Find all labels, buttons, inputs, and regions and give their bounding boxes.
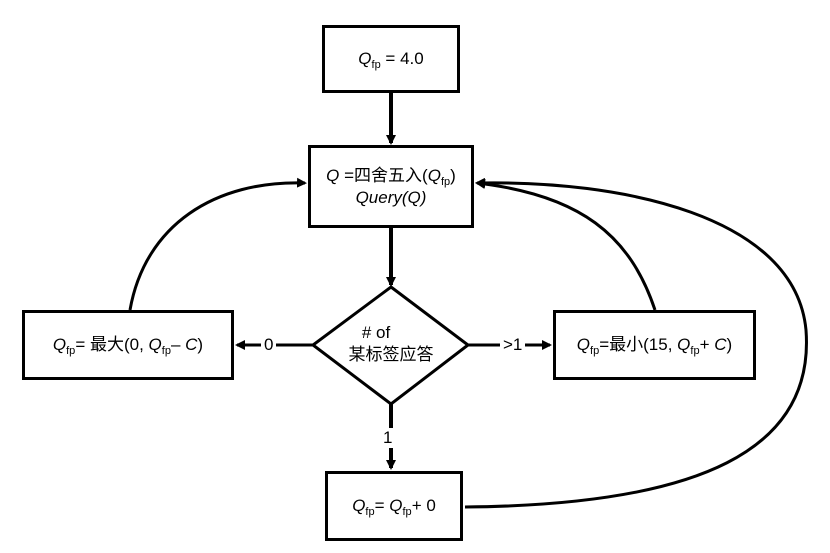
keep-mid: = xyxy=(374,496,390,515)
decrease-arg-sub: fp xyxy=(161,345,171,357)
query-line2-fn: Query xyxy=(355,187,402,207)
increase-sub: fp xyxy=(590,345,600,357)
decrease-box: Qfp= 最大(0, Qfp– C) xyxy=(22,310,234,380)
increase-end: ) xyxy=(726,335,733,354)
arrow-keep-to-query xyxy=(464,177,808,509)
init-var: Q xyxy=(358,49,372,68)
edge-label-zero: 0 xyxy=(261,335,277,355)
query-line1-arg: Q xyxy=(427,165,441,185)
decrease-mid: = 最大(0, xyxy=(75,335,149,354)
decrease-arg: Q xyxy=(148,335,162,354)
init-sub: fp xyxy=(371,59,381,71)
decrease-var: Q xyxy=(52,335,67,354)
query-line1-var: Q xyxy=(326,165,340,185)
keep-arg: Q xyxy=(389,496,403,515)
increase-op: + xyxy=(699,335,715,354)
decision-diamond xyxy=(310,285,471,406)
query-line2-close: ) xyxy=(420,187,427,207)
query-box: Q =四舍五入(Qfp) Query(Q) xyxy=(308,145,474,228)
query-line1-mid: =四舍五入( xyxy=(339,165,428,185)
keep-var: Q xyxy=(352,496,366,515)
increase-arg: Q xyxy=(677,335,691,354)
query-line1-end: ) xyxy=(450,165,456,185)
query-line2-arg: Q xyxy=(407,187,421,207)
increase-mid: =最小(15, xyxy=(599,335,678,354)
increase-var: Q xyxy=(576,335,591,354)
increase-c: C xyxy=(714,335,727,354)
init-box: Qfp = 4.0 xyxy=(322,25,460,93)
decrease-sub: fp xyxy=(66,345,76,357)
keep-sub: fp xyxy=(365,506,375,518)
init-rest: = 4.0 xyxy=(380,49,424,68)
arrow-decrease-to-query xyxy=(128,177,307,311)
query-line2-open: ( xyxy=(401,187,408,207)
query-line1-arg-sub: fp xyxy=(440,175,451,188)
keep-rest: + 0 xyxy=(411,496,436,515)
decrease-end: ) xyxy=(197,335,204,354)
decision-line2: 某标签应答 xyxy=(348,345,434,364)
decrease-c: C xyxy=(185,335,198,354)
edge-label-one: 1 xyxy=(380,428,396,448)
keep-arg-sub: fp xyxy=(402,506,412,518)
decrease-op: – xyxy=(170,335,186,354)
decision-text: # of 某标签应答 xyxy=(323,322,459,366)
decision-line1: # of xyxy=(361,323,391,342)
increase-box: Qfp=最小(15, Qfp+ C) xyxy=(553,310,756,380)
keep-box: Qfp= Qfp+ 0 xyxy=(325,471,463,541)
increase-arg-sub: fp xyxy=(690,345,700,357)
arrow-increase-to-query xyxy=(475,178,657,311)
edge-label-more: >1 xyxy=(500,335,526,355)
